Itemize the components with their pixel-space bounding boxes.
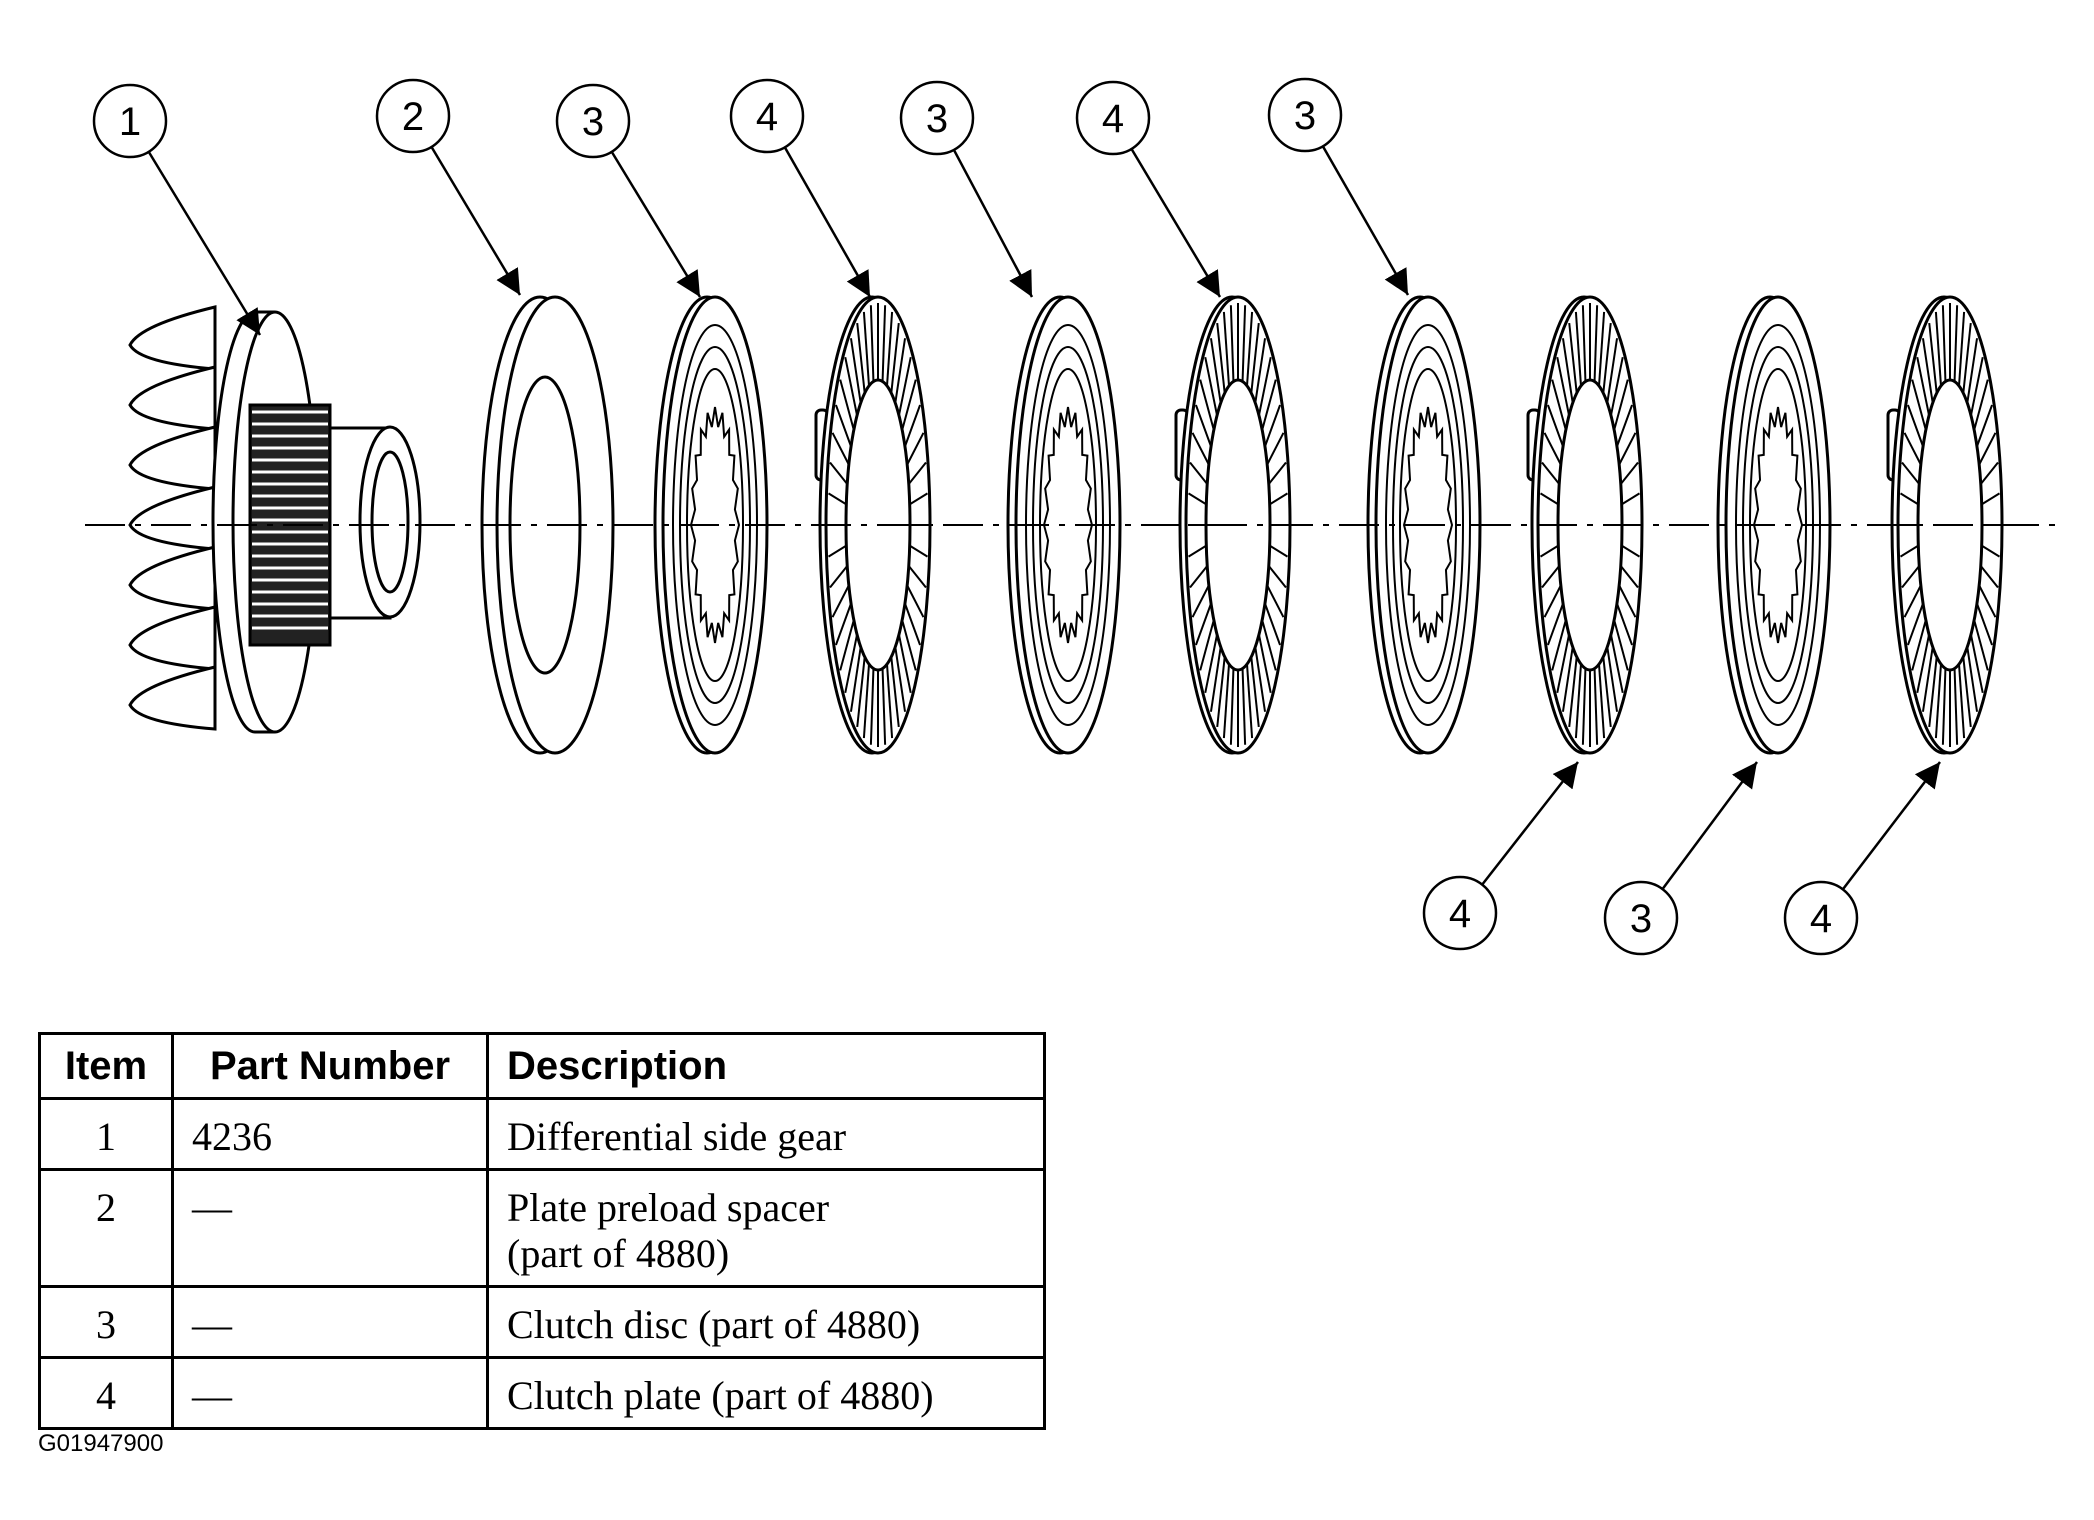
callout-number: 3 [926, 97, 948, 141]
row-item: 2 [38, 1168, 174, 1288]
header-description: Description [486, 1032, 1046, 1100]
callout-balloon: 2 [375, 78, 451, 154]
header-part-number: Part Number [171, 1032, 489, 1100]
table-header-row: Item Part Number Description [38, 1032, 1046, 1100]
leader-arrow [952, 149, 1034, 298]
callout-balloon: 3 [1603, 880, 1679, 956]
row-item: 4 [38, 1356, 174, 1430]
leader-arrow [1661, 761, 1759, 890]
row-part-number: 4236 [171, 1097, 489, 1171]
exploded-view-diagram: 1 2 3 4 3 4 3 4 3 4 [85, 77, 2060, 956]
callout-balloon: 3 [1267, 77, 1343, 153]
clutch-disc-part [1006, 295, 1122, 755]
callout-number: 4 [1810, 897, 1832, 941]
leader-arrow [1321, 145, 1410, 296]
description-line: Clutch plate (part of 4880) [507, 1373, 934, 1418]
leader-arrow [1841, 761, 1941, 891]
description-line: Differential side gear [507, 1114, 847, 1159]
callout-balloon: 4 [1783, 880, 1859, 956]
table-row: 4 — Clutch plate (part of 4880) [38, 1356, 1046, 1430]
header-item: Item [38, 1032, 174, 1100]
description-line: (part of 4880) [507, 1231, 730, 1276]
description-line: Clutch disc (part of 4880) [507, 1302, 921, 1347]
callout-balloon: 3 [899, 80, 975, 156]
callout-balloon: 4 [1075, 80, 1151, 156]
leader-arrow [1130, 148, 1222, 298]
row-part-number: — [171, 1168, 489, 1288]
row-part-number: — [171, 1285, 489, 1359]
row-description: Clutch plate (part of 4880) [486, 1356, 1046, 1430]
leader-arrow [147, 151, 262, 336]
description-line: Plate preload spacer [507, 1185, 830, 1230]
leader-arrow [1481, 761, 1579, 886]
row-description: Clutch disc (part of 4880) [486, 1285, 1046, 1359]
callout-number: 4 [756, 95, 778, 139]
leader-arrow [430, 146, 522, 296]
callout-balloon: 1 [92, 83, 168, 159]
row-item: 3 [38, 1285, 174, 1359]
callout-number: 1 [119, 100, 141, 144]
callout-balloon: 3 [555, 83, 631, 159]
figure-id: G01947900 [38, 1430, 164, 1457]
table-row: 3 — Clutch disc (part of 4880) [38, 1285, 1046, 1359]
row-item: 1 [38, 1097, 174, 1171]
table-row: 2 — Plate preload spacer(part of 4880) [38, 1168, 1046, 1288]
table-row: 1 4236 Differential side gear [38, 1097, 1046, 1171]
callout-number: 3 [582, 100, 604, 144]
row-description: Plate preload spacer(part of 4880) [486, 1168, 1046, 1288]
callout-number: 4 [1102, 97, 1124, 141]
leader-arrow [610, 151, 702, 298]
side-gear-part [128, 305, 422, 734]
parts-table: Item Part Number Description 1 4236 Diff… [38, 1032, 1046, 1430]
row-description: Differential side gear [486, 1097, 1046, 1171]
callout-number: 2 [402, 95, 424, 139]
callout-number: 3 [1294, 94, 1316, 138]
callout-balloon: 4 [729, 78, 805, 154]
callout-number: 3 [1630, 897, 1652, 941]
row-part-number: — [171, 1356, 489, 1430]
leader-arrow [783, 146, 872, 298]
callout-number: 4 [1449, 892, 1471, 936]
callout-balloon: 4 [1422, 875, 1498, 951]
